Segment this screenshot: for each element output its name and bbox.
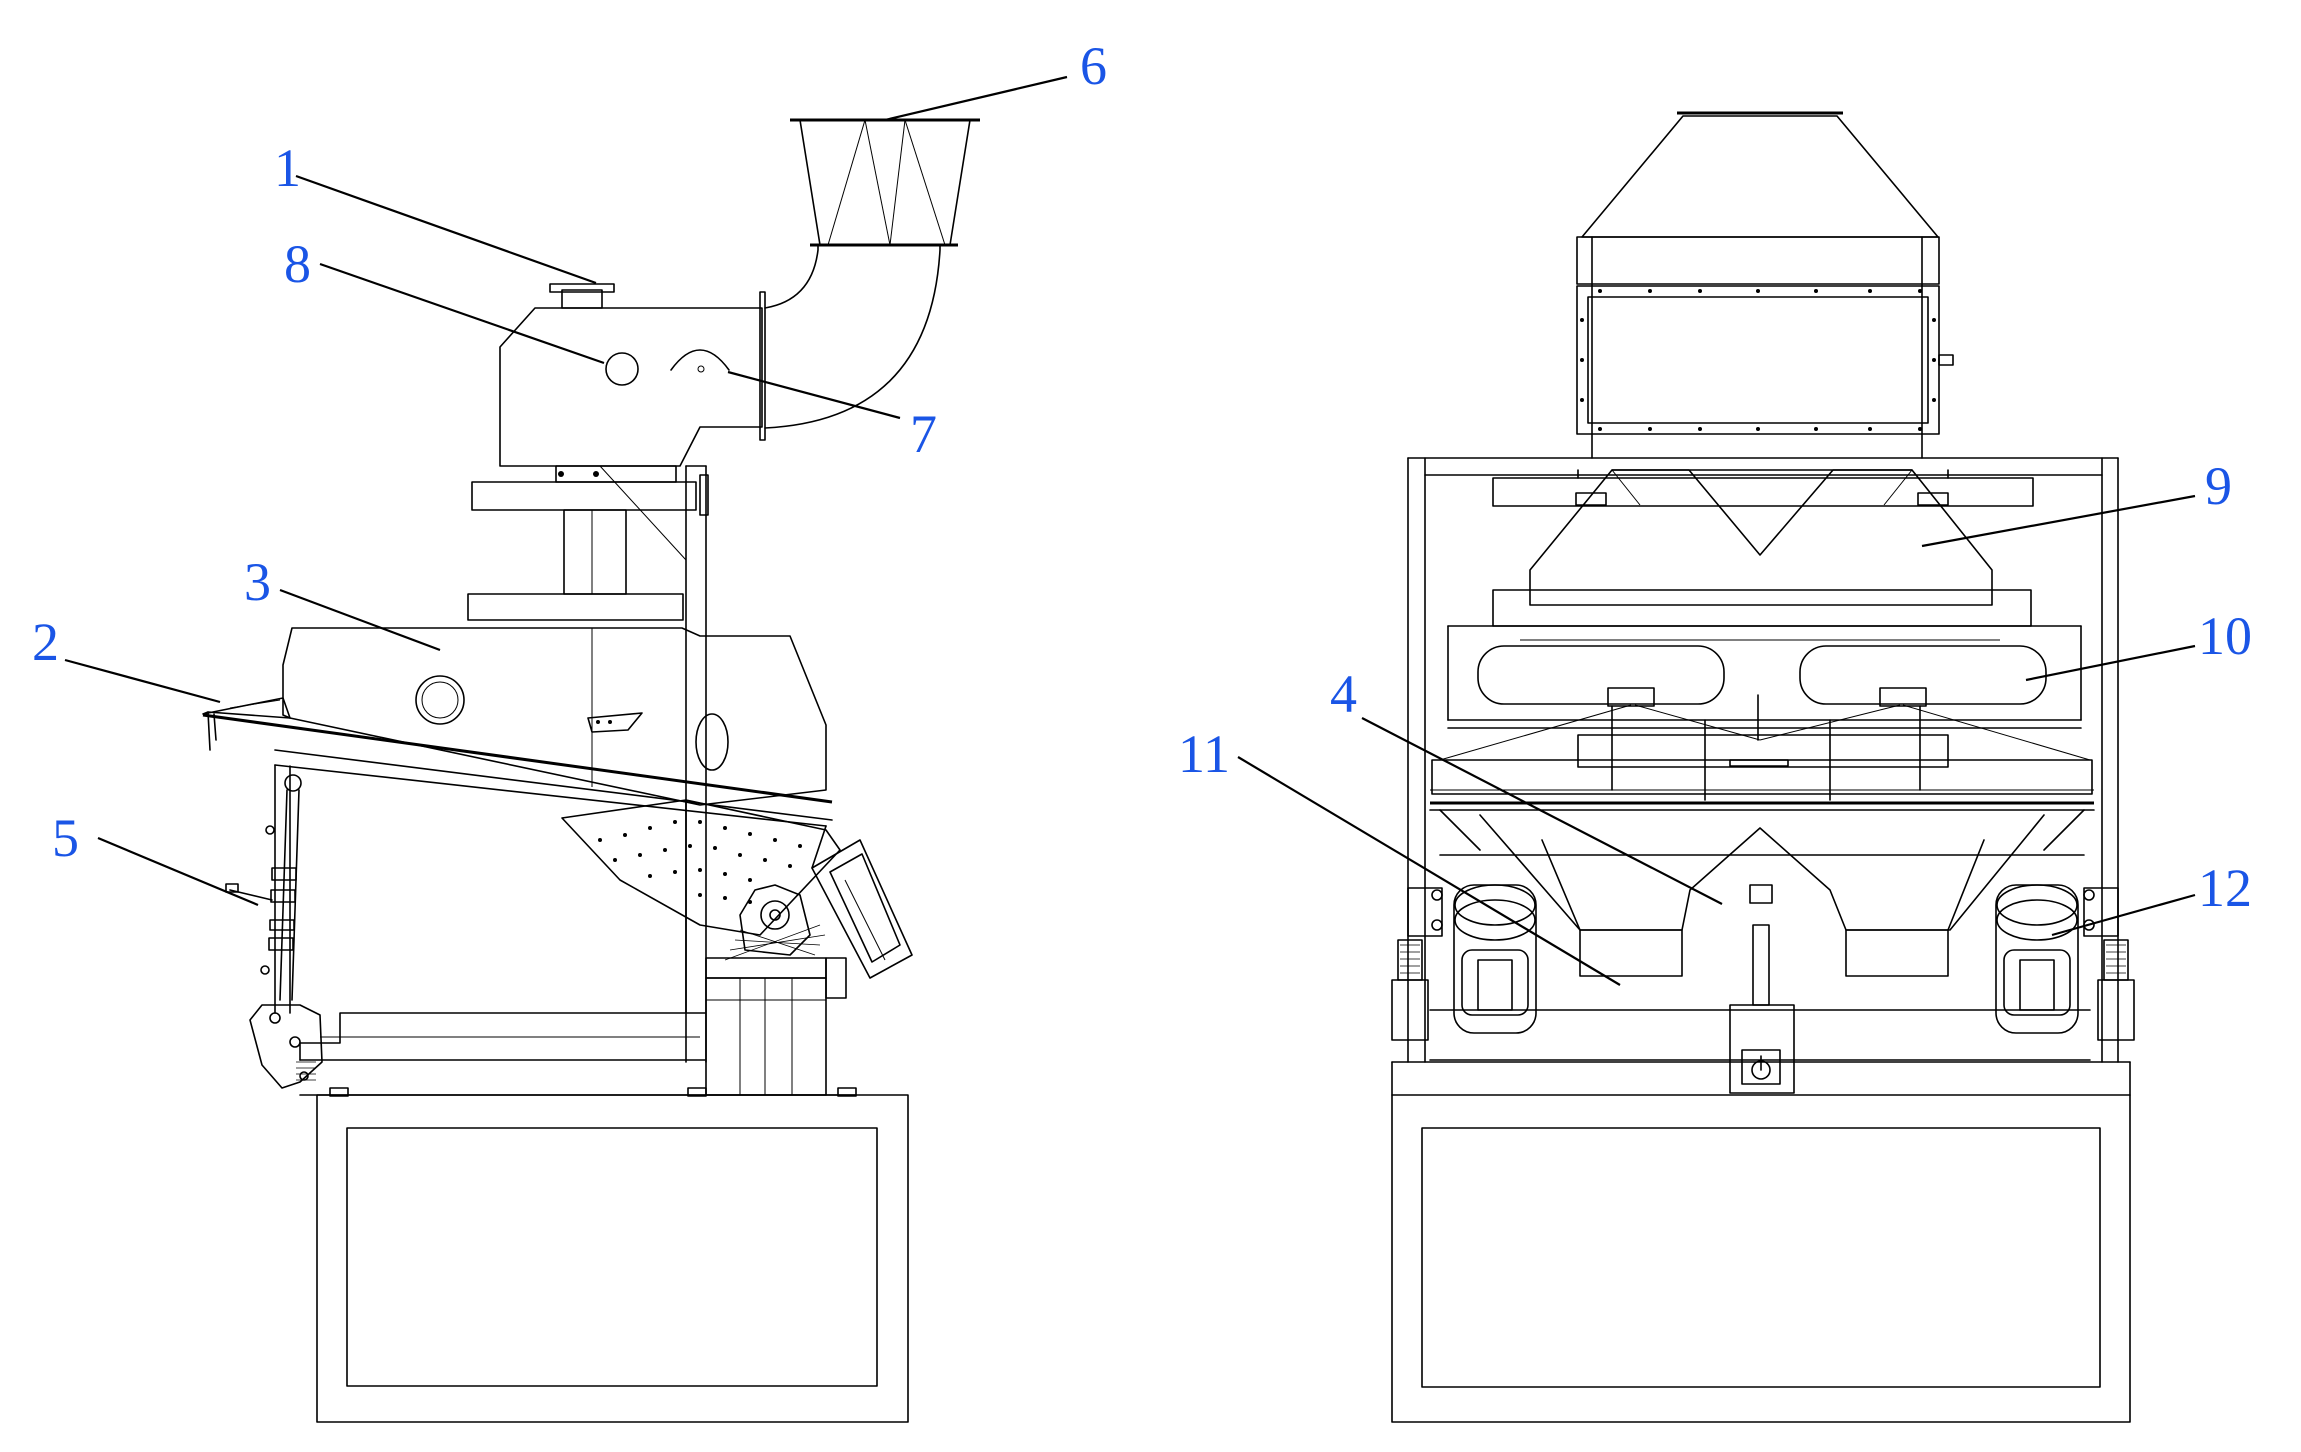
leader-5 <box>97 836 259 907</box>
front-screen-support <box>1439 687 2091 801</box>
callout-2: 2 <box>32 612 59 672</box>
side-lower-frame <box>274 764 687 1014</box>
elbow-duct <box>764 244 941 429</box>
discharge-plate <box>561 799 841 936</box>
leader-3 <box>279 588 441 652</box>
callout-6: 6 <box>1080 36 1107 96</box>
callout-7: 7 <box>910 404 937 464</box>
discharge-hoppers <box>1429 814 2091 1061</box>
side-base-frame <box>316 1094 909 1423</box>
side-pedestal <box>705 957 847 1096</box>
callout-4: 4 <box>1330 664 1357 724</box>
front-top-hood <box>1576 111 1940 459</box>
right-vibration-motor <box>1995 884 2135 1041</box>
leader-9 <box>1921 494 2196 548</box>
outlet-funnel <box>790 118 980 247</box>
leader-7 <box>727 370 901 420</box>
leader-12 <box>2051 893 2196 937</box>
leader-6 <box>884 75 1068 122</box>
leader-2 <box>64 658 221 704</box>
callout-10: 10 <box>2198 606 2252 666</box>
callout-8: 8 <box>284 234 311 294</box>
side-spring-support <box>724 884 826 961</box>
front-view <box>1391 111 2135 1423</box>
leader-4 <box>1361 717 1723 905</box>
front-top-bracket <box>1492 469 2034 507</box>
front-outer-frame <box>1391 457 2131 1096</box>
side-main-column <box>599 465 709 1063</box>
fan-housing <box>499 283 766 483</box>
front-window <box>1576 285 1954 435</box>
side-chute <box>471 481 697 595</box>
adjustment-rod <box>225 774 302 1001</box>
callout-1: 1 <box>274 138 301 198</box>
sieve-box <box>282 593 827 806</box>
leader-8 <box>319 262 605 365</box>
center-hopper <box>1529 469 1993 606</box>
screen-deck <box>202 713 833 827</box>
leader-1 <box>295 174 597 285</box>
leader-11 <box>1237 756 1621 986</box>
aspiration-channel <box>1447 589 2082 729</box>
side-view <box>202 118 980 1423</box>
callout-3: 3 <box>244 552 271 612</box>
callout-5: 5 <box>52 808 79 868</box>
callout-12: 12 <box>2198 858 2252 918</box>
side-vibration-motor <box>811 825 913 979</box>
side-base-rail <box>299 1012 857 1097</box>
callout-11: 11 <box>1178 724 1230 784</box>
left-vibration-motor <box>1391 884 1537 1041</box>
side-hinge-bracket <box>249 1004 323 1089</box>
leader-lines <box>64 75 2196 986</box>
inlet-lip <box>202 697 291 751</box>
center-valve <box>1729 1004 1795 1094</box>
callout-labels: 1 2 3 4 5 6 7 8 9 10 11 12 <box>32 36 2252 918</box>
front-base-frame <box>1391 1094 2131 1423</box>
leader-10 <box>2025 644 2196 682</box>
callout-9: 9 <box>2205 456 2232 516</box>
